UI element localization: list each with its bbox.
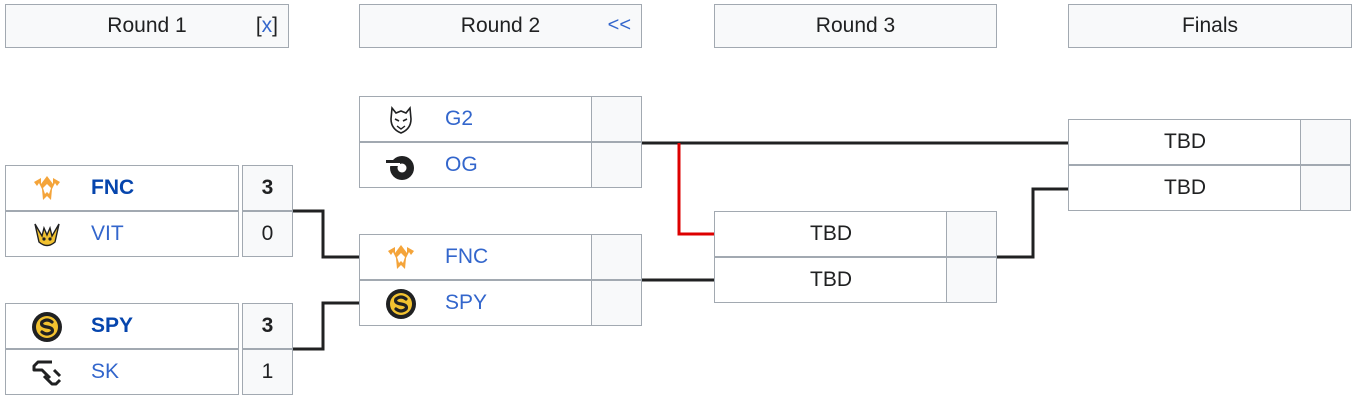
score-cell [1300,119,1351,165]
r3-top-row: TBD [714,211,997,257]
team-cell: FNC [359,234,593,280]
g2-logo-icon [390,105,412,134]
team-name[interactable]: SPY [445,291,488,314]
r3-bottom-row: TBD [714,257,997,303]
team-name[interactable]: FNC [445,245,489,268]
r2-m2-bottom-row: SPY [359,280,642,326]
score-cell [1300,165,1351,211]
r2-m1-bottom-row: OG [359,142,642,188]
r2-m1-top-row: G2 [359,96,642,142]
score-cell: 1 [242,349,293,395]
fnatic-logo-icon [34,176,60,200]
team-name-tbd: TBD [1164,176,1206,199]
score-cell [591,96,642,142]
team-cell: G2 [359,96,593,142]
score-cell: 0 [242,211,293,257]
score-cell: 3 [242,303,293,349]
splyce-logo-icon [386,289,416,319]
connector-r1m1-to-r2m2 [288,209,360,259]
team-name[interactable]: OG [445,153,478,176]
score-cell: 3 [242,165,293,211]
team-cell: SPY [359,280,593,326]
team-name-tbd: TBD [810,268,852,291]
round3-header: Round 3 [714,4,997,48]
team-cell: FNC [5,165,239,211]
team-name[interactable]: FNC [91,176,135,199]
collapse-rounds-link[interactable]: << [607,14,631,36]
finals-bottom-row: TBD [1068,165,1352,211]
sk-gaming-logo-icon [32,360,62,386]
team-cell: TBD [714,257,948,303]
score-cell [591,280,642,326]
team-cell: OG [359,142,593,188]
team-name[interactable]: G2 [445,107,474,130]
score-cell [946,211,997,257]
team-cell: SK [5,349,239,395]
team-cell: TBD [1068,119,1302,165]
finals-top-row: TBD [1068,119,1352,165]
r1-m1-top-row: FNC 3 [5,165,293,211]
finals-header: Finals [1068,4,1352,48]
vitality-logo-icon [34,223,60,247]
team-name-tbd: TBD [1164,130,1206,153]
r1-m2-top-row: SPY 3 [5,303,293,349]
r1-m2-bottom-row: SK 1 [5,349,293,395]
origen-logo-icon [386,156,414,180]
round1-toggle[interactable]: [x] [255,14,278,37]
connector-r1m2-to-r2m2 [288,301,360,351]
hide-round-link[interactable]: x [261,14,273,37]
team-name[interactable]: SK [91,360,120,383]
team-cell: TBD [714,211,948,257]
team-cell: TBD [1068,165,1302,211]
fnatic-logo-icon [388,245,414,269]
highlight-connector-r2m1-to-r3 [677,143,715,236]
r2-m2-top-row: FNC [359,234,642,280]
team-cell: VIT [5,211,239,257]
team-name[interactable]: SPY [91,314,134,337]
team-cell: SPY [5,303,239,349]
score-cell [591,142,642,188]
round1-title: Round 1 [107,14,187,37]
team-name-tbd: TBD [810,222,852,245]
round1-header: Round 1 [x] [5,4,289,48]
splyce-logo-icon [32,312,62,342]
round2-title: Round 2 [460,14,541,37]
round2-header: Round 2 << [359,4,642,48]
connector-r3-to-finals [996,187,1070,259]
score-cell [946,257,997,303]
finals-title: Finals [1181,14,1239,37]
team-name[interactable]: VIT [91,222,124,245]
r1-m1-bottom-row: VIT 0 [5,211,293,257]
score-cell [591,234,642,280]
round3-title: Round 3 [815,14,896,37]
